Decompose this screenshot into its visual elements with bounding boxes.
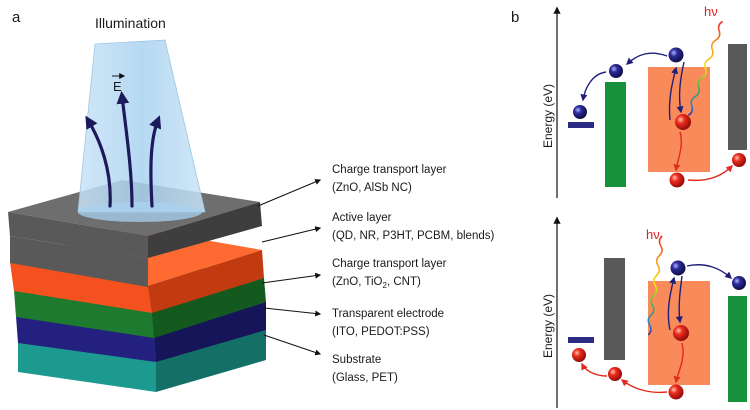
electron-electrode-top: [573, 105, 587, 119]
hole-bottom-top: [669, 172, 685, 188]
label-ctl-top-detail: (ZnO, AlSb NC): [332, 182, 412, 194]
band-diagram-top: Energy (eV) hν: [541, 4, 747, 198]
label-substrate-name: Substrate: [332, 354, 381, 366]
callout-arrow-active: [261, 226, 322, 243]
photon-wave-bottom: [647, 235, 663, 336]
callout-arrows: [257, 179, 322, 356]
electrode-level-top: [568, 122, 594, 128]
photon-label-bottom: hν: [646, 227, 660, 242]
electron-active-top: [668, 47, 684, 63]
hole-active-top: [675, 114, 691, 130]
label-ctl-top-name: Charge transport layer: [332, 164, 447, 176]
photon-label-top: hν: [704, 4, 718, 19]
field-symbol: E: [113, 79, 122, 94]
label-electrode-detail: (ITO, PEDOT:PSS): [332, 326, 430, 338]
transfer-arrows-bottom: [581, 264, 733, 394]
gray-level-bottom: [604, 258, 625, 360]
green-level-bottom: [728, 296, 747, 402]
hole-bottom-bottom: [668, 384, 684, 400]
layer-labels: Charge transport layer (ZnO, AlSb NC) Ac…: [332, 164, 494, 384]
callout-arrow-green-ctl: [261, 272, 322, 284]
illumination-beam: [77, 39, 206, 222]
photon-wave-top: [687, 20, 724, 117]
electron-green-bottom: [732, 276, 746, 290]
label-active-name: Active layer: [332, 212, 392, 224]
label-ctl-green-detail: (ZnO, TiO2, CNT): [332, 276, 421, 290]
energy-axis-label-bottom: Energy (eV): [541, 294, 555, 358]
energy-axis-label-top: Energy (eV): [541, 84, 555, 148]
field-arrows: [85, 90, 162, 208]
hole-gray-bottom: [608, 367, 622, 381]
electrode-level-bottom: [568, 337, 594, 343]
label-substrate-detail: (Glass, PET): [332, 372, 398, 384]
callout-arrow-substrate: [263, 334, 322, 356]
electron-green-top: [609, 64, 623, 78]
callout-arrow-electrode: [263, 307, 322, 317]
hole-active-bottom: [673, 325, 689, 341]
panel-a-letter: a: [12, 9, 21, 26]
label-ctl-green-name: Charge transport layer: [332, 258, 447, 270]
label-active-detail: (QD, NR, P3HT, PCBM, blends): [332, 230, 494, 242]
callout-arrow-top-ctl: [257, 179, 322, 207]
illumination-label: Illumination: [95, 15, 166, 31]
hole-electrode-bottom: [572, 348, 586, 362]
hole-gray-top: [732, 153, 746, 167]
transfer-arrows-top: [580, 52, 733, 182]
electron-active-bottom: [670, 260, 686, 276]
band-diagram-bottom: Energy (eV) hν: [541, 216, 747, 408]
gray-level-top: [728, 44, 747, 150]
green-level-top: [605, 82, 626, 187]
label-electrode-name: Transparent electrode: [332, 308, 444, 320]
field-vector-label: E: [112, 73, 126, 94]
panel-b-letter: b: [511, 9, 519, 26]
